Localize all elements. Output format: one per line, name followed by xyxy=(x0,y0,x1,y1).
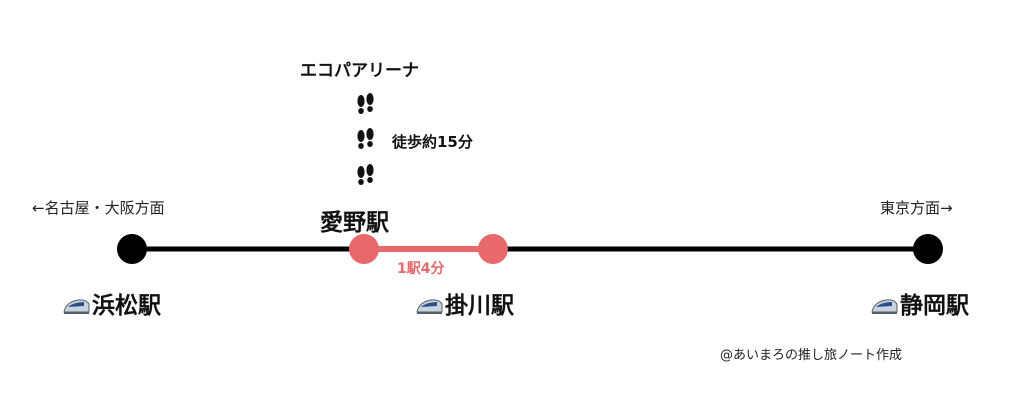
station-dot-shizuoka xyxy=(913,234,943,264)
direction-left-label: ←名古屋・大阪方面 xyxy=(32,199,165,217)
bullet-train-icon xyxy=(63,299,90,314)
direction-right-label: 東京方面→ xyxy=(880,199,953,217)
station-dot-kakegawa xyxy=(478,234,508,264)
bullet-train-icon xyxy=(871,299,898,314)
bullet-train-icon xyxy=(416,299,443,314)
station-name-hamamatsu: 浜松駅 xyxy=(92,293,161,319)
station-name-shizuoka: 静岡駅 xyxy=(900,293,969,319)
station-label-hamamatsu: 浜松駅 xyxy=(62,286,161,320)
segment-time-label: 1駅4分 xyxy=(397,261,445,277)
footprints-icon xyxy=(357,164,374,185)
venue-name: エコパアリーナ xyxy=(300,61,419,81)
station-dot-hamamatsu xyxy=(117,234,147,264)
station-name-kakegawa: 掛川駅 xyxy=(445,293,514,319)
station-name-aino: 愛野駅 xyxy=(320,210,389,236)
station-label-shizuoka: 静岡駅 xyxy=(870,286,969,320)
station-label-kakegawa: 掛川駅 xyxy=(415,286,514,320)
walk-time-label: 徒歩約15分 xyxy=(392,133,473,151)
footprints-icon xyxy=(357,93,374,114)
station-dot-aino xyxy=(349,234,379,264)
credit-text: @あいまろの推し旅ノート作成 xyxy=(720,348,903,363)
footprints-icon xyxy=(357,128,374,149)
